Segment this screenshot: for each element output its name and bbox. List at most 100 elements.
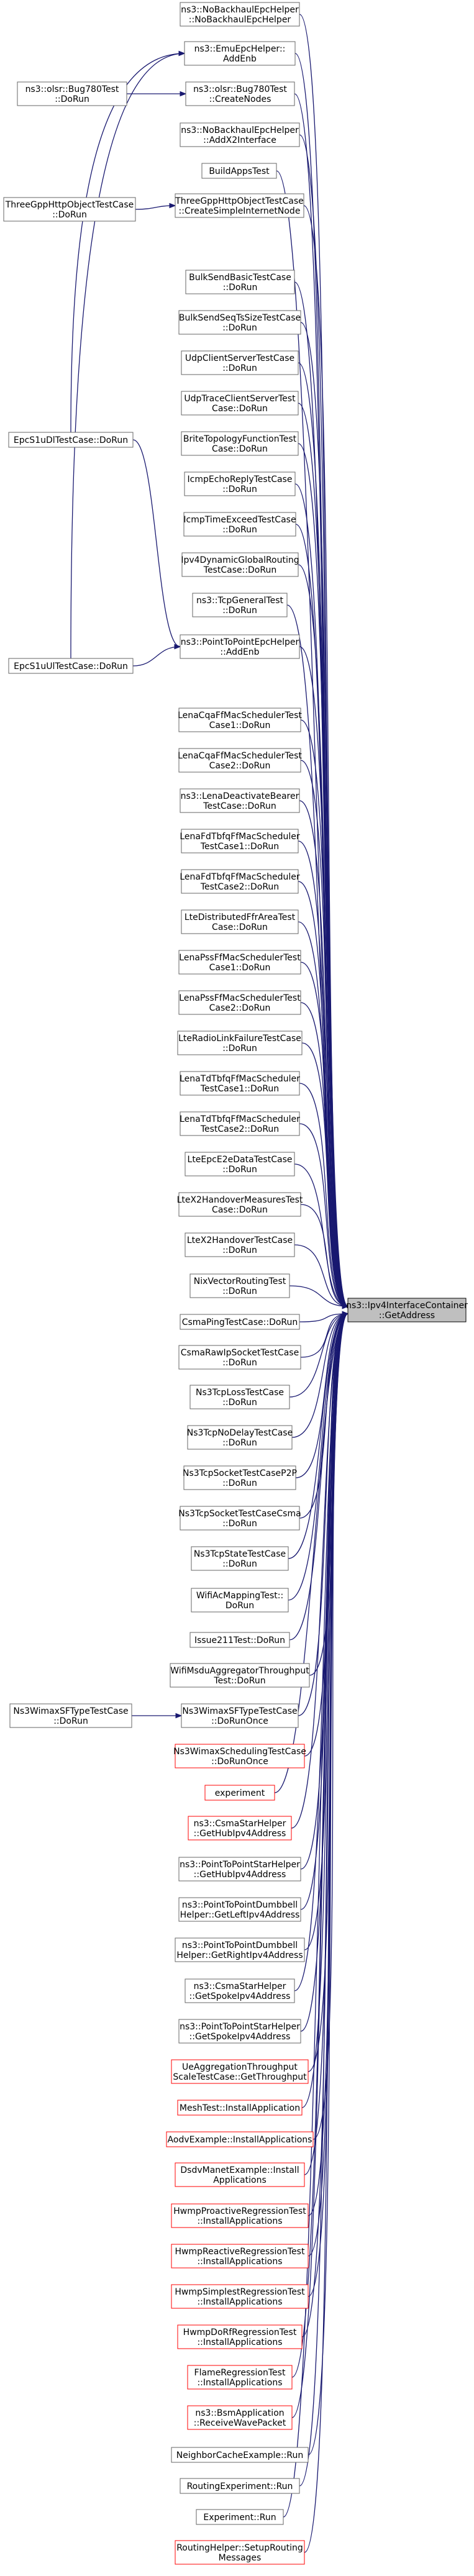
caller-function-node[interactable]: HwmpReactiveRegressionTest::InstallAppli…: [171, 2244, 309, 2269]
caller-function-node[interactable]: Ns3TcpStateTestCase::DoRun: [191, 1546, 289, 1571]
node-label-line: ::DoRun: [222, 1398, 257, 1408]
call-edge: [289, 1313, 349, 1641]
caller-function-node[interactable]: ns3::EmuEpcHelper::AddEnb: [184, 41, 296, 66]
node-box: [180, 788, 300, 813]
caller-function-node[interactable]: ns3::CsmaStarHelper::GetSpokeIpv4Address: [185, 1978, 295, 2003]
call-edge: [291, 1313, 349, 1438]
caller-function-node[interactable]: Ns3TcpNoDelayTestCase::DoRun: [187, 1425, 293, 1450]
node-box: [178, 1897, 301, 1922]
node-box: [178, 748, 301, 773]
caller-function-node[interactable]: DsdvManetExample::InstallApplications: [175, 2162, 305, 2187]
caller-function-node[interactable]: ns3::PointToPointStarHelper::GetHubIpv4A…: [178, 1857, 301, 1882]
caller-function-node[interactable]: IcmpEchoReplyTestCase::DoRun: [184, 471, 296, 496]
node-box: [180, 1071, 300, 1096]
caller-function-node[interactable]: Ns3TcpSocketTestCaseCsma::DoRun: [178, 1506, 301, 1531]
caller-function-node[interactable]: EpcS1uUlTestCase::DoRun: [8, 658, 134, 674]
node-label-line: ::AddX2Interface: [203, 135, 276, 145]
caller-function-node[interactable]: Ns3WimaxSFTypeTestCase::DoRunOnce: [181, 1703, 299, 1728]
caller-function-node[interactable]: ns3::CsmaStarHelper::GetHubIpv4Address: [188, 1816, 292, 1841]
caller-function-node[interactable]: CsmaPingTestCase::DoRun: [180, 1314, 300, 1330]
caller-function-node[interactable]: ns3::TcpGeneralTest::DoRun: [192, 593, 288, 617]
node-label-line: Ns3TcpSocketTestCaseCsma: [178, 1509, 301, 1519]
caller-function-node[interactable]: ns3::NoBackhaulEpcHelper::NoBackhaulEpcH…: [180, 2, 300, 27]
node-box: [178, 1857, 301, 1882]
caller-function-node[interactable]: EpcS1uDlTestCase::DoRun: [8, 432, 134, 448]
node-box: [178, 310, 301, 335]
call-edge: [291, 1313, 349, 1829]
caller-function-node[interactable]: ns3::BsmApplication::ReceiveWavePacket: [187, 2405, 293, 2430]
node-label-line: ns3::olsr::Bug780Test: [193, 84, 287, 94]
node-label-line: LteRadioLinkFailureTestCase: [178, 1034, 301, 1044]
node-box: [171, 2447, 309, 2463]
caller-function-node[interactable]: MeshTest::InstallApplication: [177, 2100, 303, 2116]
caller-function-node[interactable]: UeAggregationThroughputScaleTestCase::Ge…: [171, 2059, 309, 2084]
node-label-line: Case1::DoRun: [209, 963, 271, 973]
node-label-line: BulkSendBasicTestCase: [189, 273, 291, 283]
caller-function-node[interactable]: IcmpTimeExceedTestCase::DoRun: [183, 512, 296, 537]
node-label-line: LenaFdTbfqFfMacScheduler: [180, 832, 299, 842]
caller-function-node[interactable]: ns3::NoBackhaulEpcHelper::AddX2Interface: [180, 122, 300, 147]
caller-function-node[interactable]: Ns3TcpSocketTestCaseP2P::DoRun: [183, 1465, 297, 1490]
caller-function-node[interactable]: NeighborCacheExample::Run: [171, 2447, 309, 2463]
caller-function-node[interactable]: ns3::olsr::Bug780Test::CreateNodes: [185, 81, 295, 106]
caller-function-node[interactable]: LteX2HandoverTestCase::DoRun: [185, 1232, 295, 1257]
node-label-line: ::DoRun: [222, 323, 257, 333]
edge-arrowhead: [178, 50, 186, 57]
caller-function-node[interactable]: BulkSendSeqTsSizeTestCase::DoRun: [178, 310, 301, 335]
caller-function-node[interactable]: Issue211Test::DoRun: [189, 1632, 290, 1648]
caller-function-node[interactable]: CsmaRawIpSocketTestCase::DoRun: [178, 1345, 301, 1370]
caller-function-node[interactable]: Ns3TcpLossTestCase::DoRun: [189, 1385, 290, 1409]
caller-function-node[interactable]: ns3::PointToPointStarHelper::GetSpokeIpv…: [178, 2019, 301, 2044]
node-label-line: UdpClientServerTestCase: [185, 353, 294, 363]
node-label-line: Ns3WimaxSchedulingTestCase: [173, 1747, 306, 1757]
caller-function-node[interactable]: Ns3WimaxSchedulingTestCase::DoRunOnce: [173, 1744, 306, 1768]
caller-function-node[interactable]: LteEpcE2eDataTestCase::DoRun: [185, 1152, 295, 1176]
caller-function-node[interactable]: ThreeGppHttpObjectTestCase::CreateSimple…: [175, 193, 304, 218]
caller-function-node[interactable]: Ns3WimaxSFTypeTestCase::DoRun: [9, 1703, 132, 1728]
edge-arrowhead: [342, 1311, 349, 1317]
caller-function-node[interactable]: BuildAppsTest: [201, 163, 277, 179]
caller-function-node[interactable]: NixVectorRoutingTest::DoRun: [189, 1273, 290, 1298]
target-function-node[interactable]: ns3::Ipv4InterfaceContainer::GetAddress: [346, 1298, 468, 1322]
node-label-line: ::DoRun: [222, 1358, 257, 1368]
call-edge: [299, 1313, 349, 2487]
node-box: [177, 1031, 303, 1055]
caller-function-node[interactable]: HwmpProactiveRegressionTest::InstallAppl…: [171, 2203, 309, 2228]
node-box: [175, 1937, 305, 1962]
caller-function-node[interactable]: Experiment::Run: [196, 2509, 284, 2525]
caller-function-node[interactable]: AodvExample::InstallApplications: [166, 2131, 314, 2147]
caller-function-node[interactable]: LteRadioLinkFailureTestCase::DoRun: [177, 1031, 303, 1055]
caller-function-node[interactable]: ns3::olsr::Bug780Test::DoRun: [17, 81, 127, 106]
caller-function-node[interactable]: BulkSendBasicTestCase::DoRun: [185, 270, 295, 294]
node-label-line: TestCase1::DoRun: [200, 1084, 279, 1094]
caller-function-node[interactable]: UdpClientServerTestCase::DoRun: [181, 350, 299, 375]
caller-function-node[interactable]: WifiAcMappingTest::DoRun: [191, 1588, 289, 1613]
caller-function-node[interactable]: ThreeGppHttpObjectTestCase::DoRun: [3, 197, 136, 222]
caller-function-node[interactable]: FlameRegressionTest::InstallApplications: [187, 2365, 293, 2390]
caller-function-node[interactable]: ns3::PointToPointDumbbellHelper::GetRigh…: [175, 1937, 305, 1962]
node-label-line: ::GetSpokeIpv4Address: [189, 1991, 291, 2001]
caller-function-node[interactable]: HwmpDoRfRegressionTest::InstallApplicati…: [177, 2324, 303, 2349]
caller-function-node[interactable]: ns3::PointToPointDumbbellHelper::GetLeft…: [178, 1897, 301, 1922]
caller-function-node[interactable]: HwmpSimplestRegressionTest::InstallAppli…: [171, 2284, 309, 2309]
caller-function-node[interactable]: experiment: [204, 1785, 275, 1801]
caller-function-node[interactable]: ns3::PointToPointEpcHelper::AddEnb: [180, 634, 300, 659]
graph-nodes: ns3::Ipv4InterfaceContainer::GetAddressn…: [3, 2, 468, 2565]
caller-function-node[interactable]: RoutingExperiment::Run: [180, 2478, 300, 2494]
